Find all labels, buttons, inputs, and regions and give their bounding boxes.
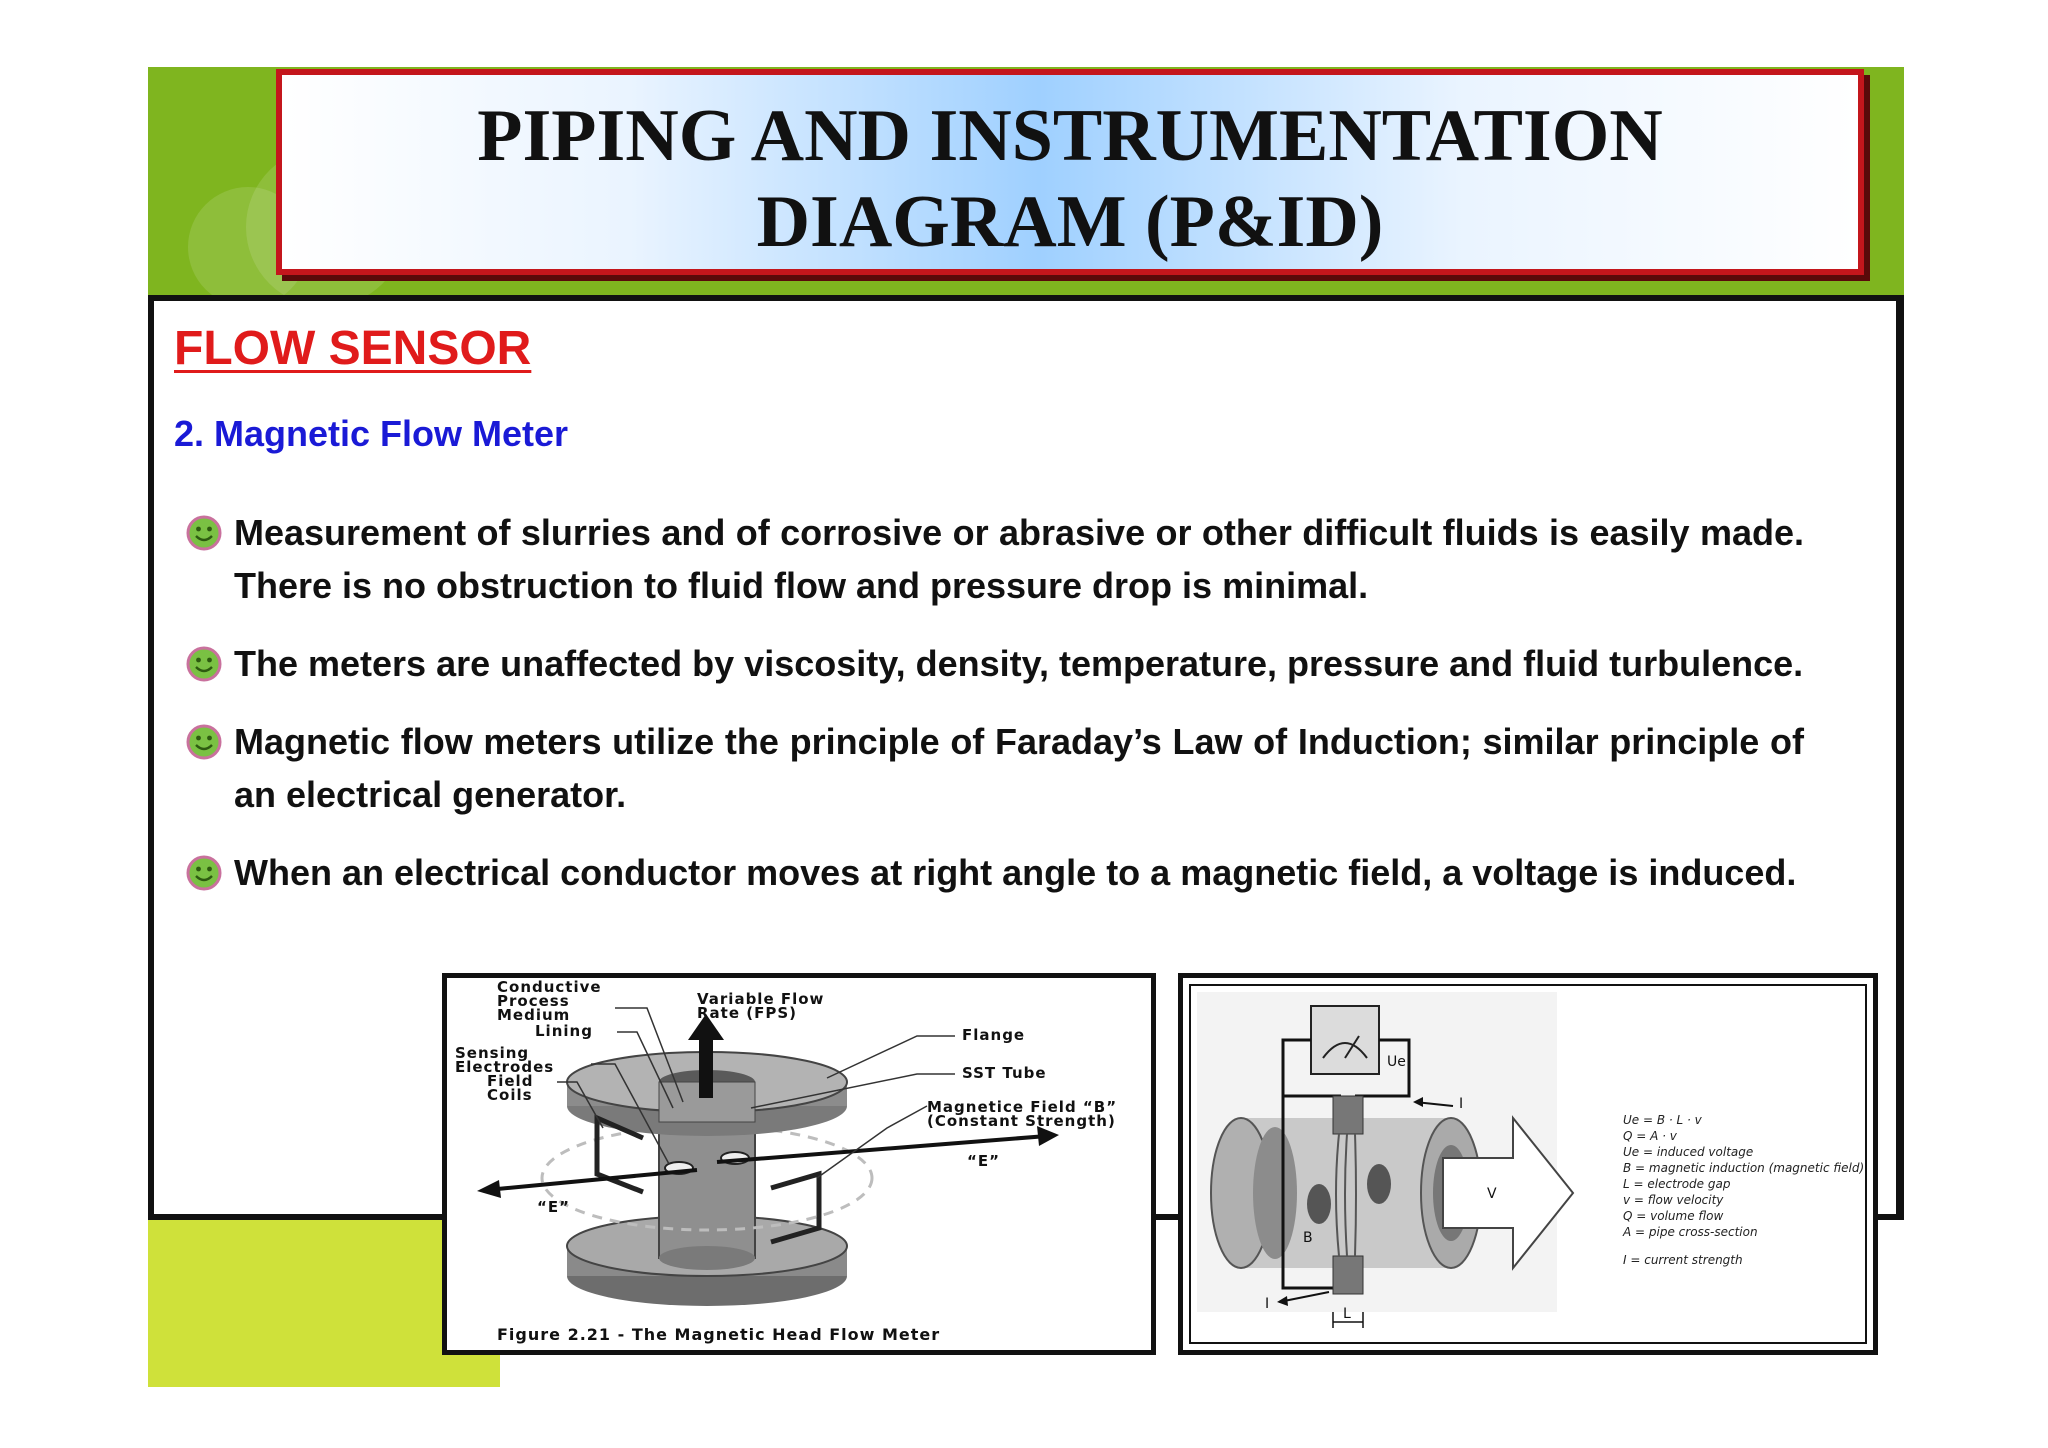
smiley-icon (186, 646, 222, 682)
legend-line: B = magnetic induction (magnetic field) (1623, 1161, 1864, 1175)
label-sensing-1: Sensing (455, 1044, 529, 1062)
label-b: B (1303, 1230, 1313, 1246)
label-flange: Flange (962, 1026, 1025, 1044)
label-magnetic-2: (Constant Strength) (927, 1112, 1116, 1130)
label-v: V (1487, 1186, 1497, 1202)
slide: PIPING AND INSTRUMENTATION DIAGRAM (P&ID… (148, 67, 1904, 1387)
smiley-icon (186, 855, 222, 891)
footer-background (148, 1217, 500, 1387)
legend-line: Q = A · v (1623, 1129, 1678, 1143)
page-title: PIPING AND INSTRUMENTATION DIAGRAM (P&ID… (282, 93, 1858, 265)
bullet-text: Measurement of slurries and of corrosive… (234, 512, 1804, 606)
bullet-text: The meters are unaffected by viscosity, … (234, 643, 1804, 684)
label-conductive-2: Process (497, 992, 570, 1010)
label-lining: Lining (535, 1022, 593, 1040)
label-l: L (1343, 1306, 1351, 1322)
bullet-text: When an electrical conductor moves at ri… (234, 852, 1797, 893)
bullet-list: Measurement of slurries and of corrosive… (184, 506, 1804, 924)
legend-line: L = electrode gap (1623, 1177, 1731, 1191)
label-ue: Ue (1387, 1054, 1406, 1070)
legend-line: Q = volume flow (1623, 1209, 1723, 1223)
bullet-item: Magnetic flow meters utilize the princip… (184, 715, 1804, 821)
label-e-right: “E” (967, 1152, 1000, 1170)
section-title: FLOW SENSOR (174, 322, 532, 375)
label-variable-2: Rate (FPS) (697, 1004, 797, 1022)
label-field-1: Field (487, 1072, 533, 1090)
smiley-icon (186, 724, 222, 760)
bullet-item: Measurement of slurries and of corrosive… (184, 506, 1804, 612)
flow-meter-illustration: Conductive Process Medium Variable Flow … (455, 978, 1117, 1344)
faraday-principle-figure: Ue I I B V L Ue = B · L · v Q = A · v Ue… (1178, 973, 1878, 1355)
smiley-icon (186, 515, 222, 551)
label-e-left: “E” (537, 1198, 570, 1216)
bullet-item: The meters are unaffected by viscosity, … (184, 637, 1804, 690)
page-title-line-2: DIAGRAM (P&ID) (756, 181, 1384, 263)
legend-line: I = current strength (1623, 1253, 1743, 1267)
induction-schematic: Ue I I B V L Ue = B · L · v Q = A · v Ue… (1197, 992, 1864, 1328)
legend-line: v = flow velocity (1623, 1193, 1724, 1207)
label-conductive-3: Medium (497, 1006, 570, 1024)
label-sensing-2: Electrodes (455, 1058, 554, 1076)
label-sst-tube: SST Tube (962, 1064, 1047, 1082)
label-i-top: I (1459, 1096, 1463, 1112)
legend-line: A = pipe cross-section (1622, 1225, 1758, 1239)
subtitle: 2. Magnetic Flow Meter (174, 413, 569, 454)
magnetic-flow-meter-figure: Conductive Process Medium Variable Flow … (442, 973, 1156, 1355)
title-banner: PIPING AND INSTRUMENTATION DIAGRAM (P&ID… (276, 69, 1864, 275)
bullet-item: When an electrical conductor moves at ri… (184, 846, 1854, 899)
label-variable-1: Variable Flow (697, 990, 824, 1008)
legend-line: Ue = B · L · v (1623, 1113, 1703, 1127)
page-title-line-1: PIPING AND INSTRUMENTATION (477, 95, 1663, 177)
legend-line: Ue = induced voltage (1623, 1145, 1753, 1159)
bullet-text: Magnetic flow meters utilize the princip… (234, 721, 1804, 815)
figure-inner-frame (1189, 984, 1867, 1344)
label-i-bottom: I (1265, 1296, 1269, 1312)
label-field-2: Coils (487, 1086, 533, 1104)
label-magnetic-1: Magnetice Field “B” (927, 1098, 1117, 1116)
label-conductive-1: Conductive (497, 978, 602, 996)
figure-caption: Figure 2.21 - The Magnetic Head Flow Met… (497, 1325, 940, 1344)
